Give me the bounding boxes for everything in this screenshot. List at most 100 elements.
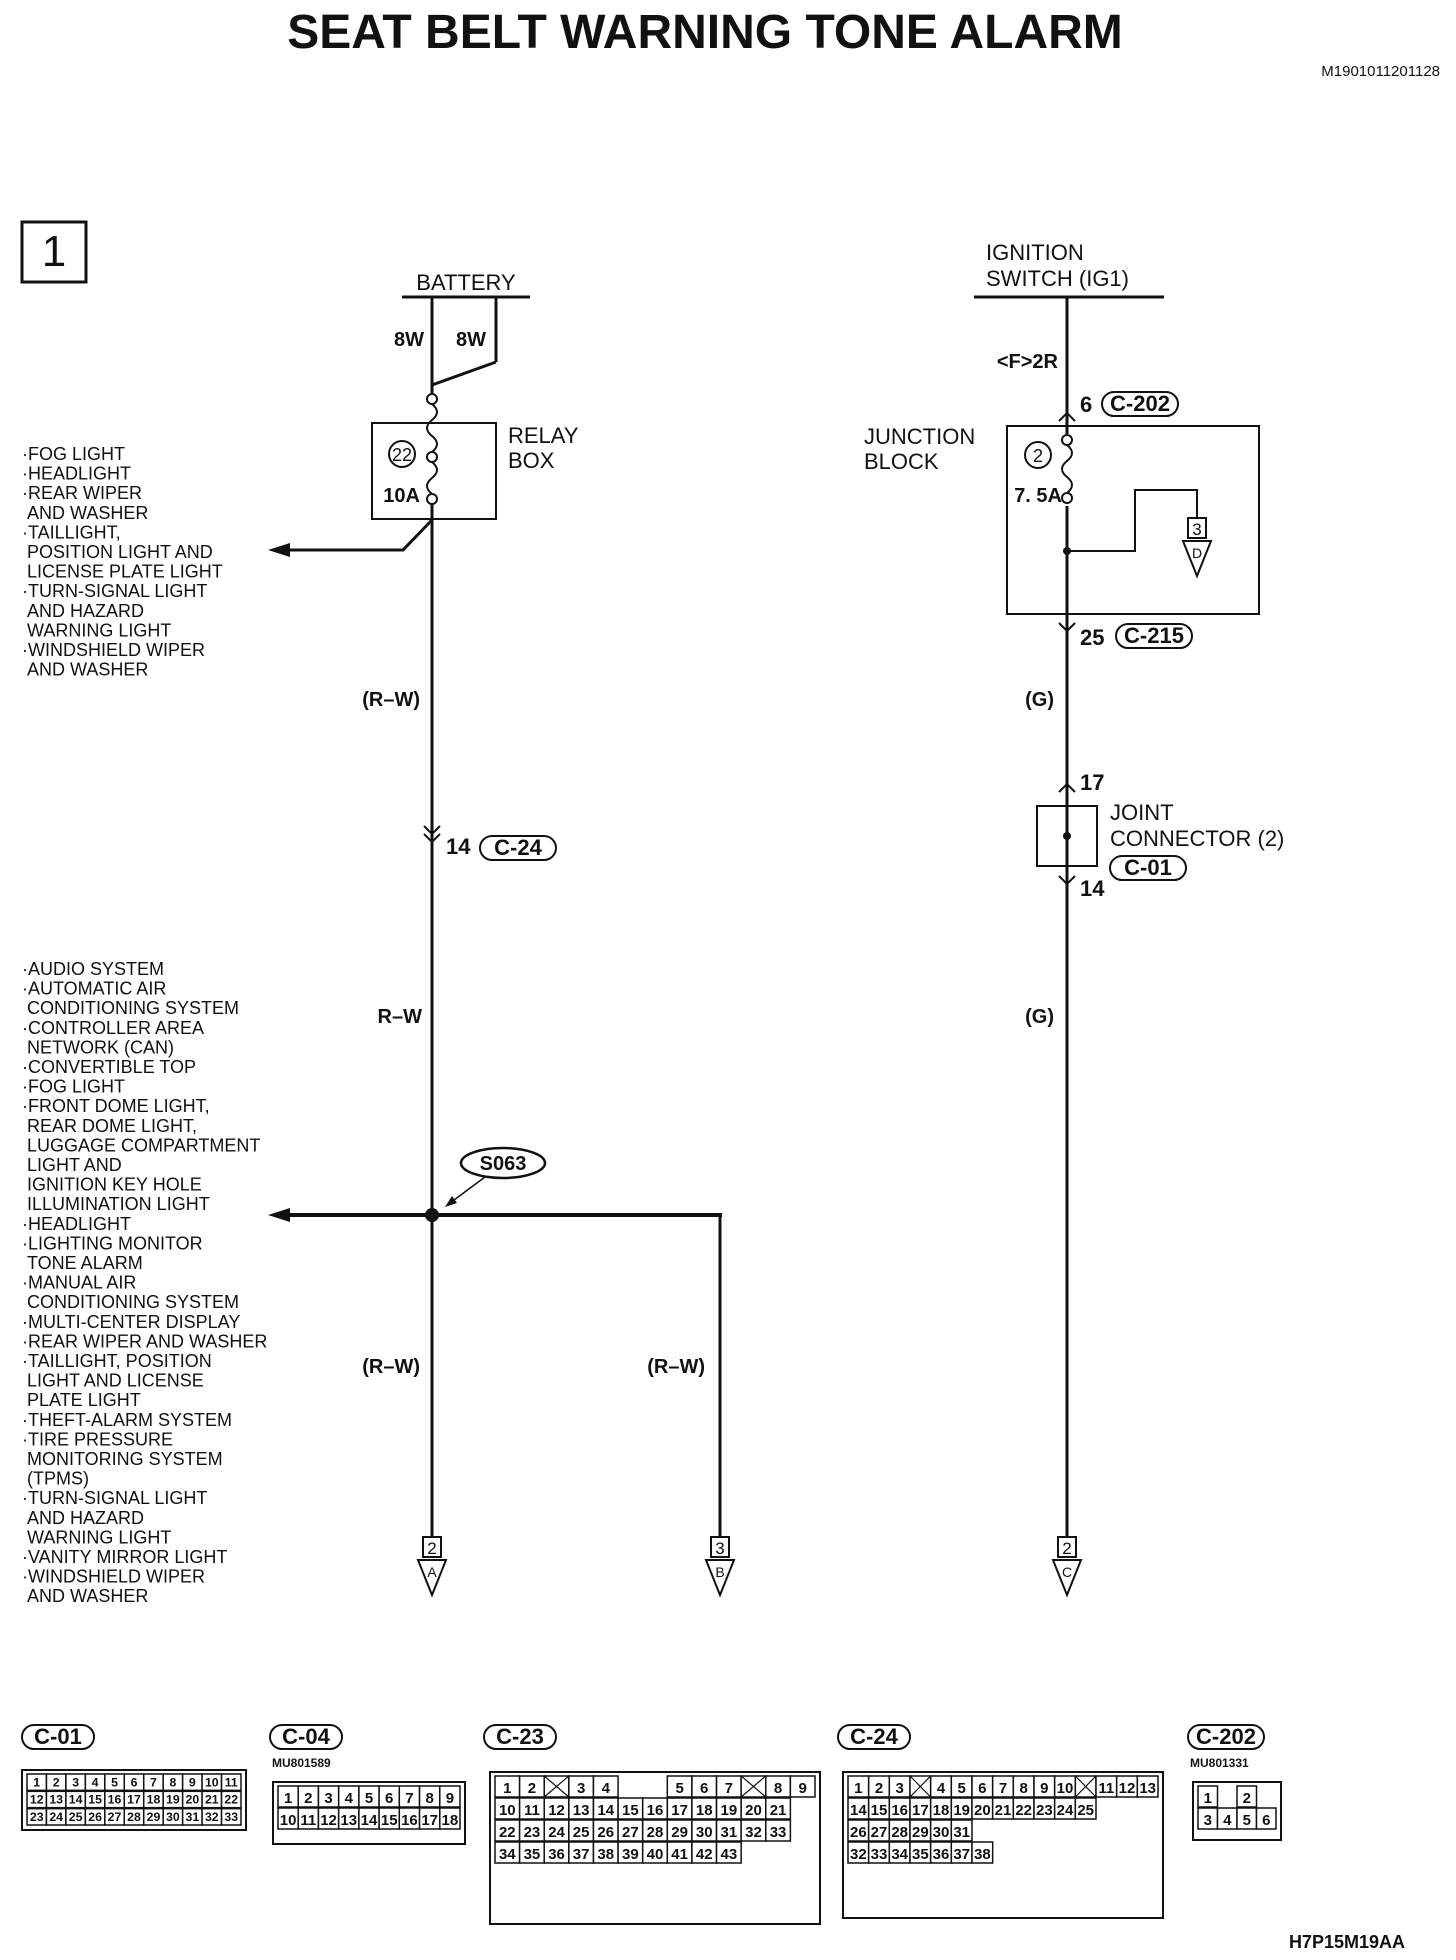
- system-list-item: ILLUMINATION LIGHT: [22, 1194, 210, 1214]
- terminal-d-arrow: [1181, 540, 1213, 579]
- wire-color-label-1: (R–W): [362, 689, 420, 711]
- pin-number: 14: [850, 1802, 867, 1819]
- junction-label-2: BLOCK: [864, 449, 939, 474]
- connector-pin: [950, 1819, 973, 1842]
- connector-tag: [21, 1724, 95, 1750]
- pin-number: 27: [622, 1824, 639, 1841]
- system-list-item: AND WASHER: [22, 660, 148, 680]
- pin-number: 11: [1098, 1780, 1114, 1797]
- pin-number: 28: [647, 1824, 664, 1841]
- system-list-item: ·WINDSHIELD WIPER: [22, 1567, 205, 1587]
- pin-number: 32: [745, 1824, 762, 1841]
- wire-spec: <F>2R: [997, 351, 1059, 373]
- pin-blank-mark: [1074, 1775, 1097, 1798]
- pin-number: 5: [1243, 1812, 1251, 1829]
- pin-number: 5: [111, 1775, 118, 1789]
- pin-number: 3: [72, 1775, 79, 1789]
- connector-pin: [789, 1775, 816, 1798]
- junction-label-1: JUNCTION: [864, 424, 975, 449]
- pin-number: 27: [871, 1824, 888, 1841]
- pin-number: 10: [1057, 1780, 1074, 1797]
- pin-number: 15: [381, 1812, 398, 1829]
- pin-number: 34: [499, 1846, 516, 1863]
- fuse2-gap: [1062, 434, 1072, 506]
- relay-box: [371, 422, 497, 520]
- pin-number: 11: [300, 1812, 316, 1829]
- terminal-a-box: [422, 1536, 442, 1558]
- system-list-item: TONE ALARM: [22, 1253, 143, 1273]
- connector-housing: [1192, 1781, 1282, 1841]
- terminal-c-box: [1057, 1536, 1077, 1558]
- terminal-b-letter: B: [715, 1564, 724, 1580]
- system-list-item: ·TURN-SIGNAL LIGHT: [22, 581, 207, 601]
- pin-number: 20: [745, 1802, 762, 1819]
- c24-connector-mark: [423, 825, 441, 844]
- pin-number: 3: [324, 1790, 332, 1807]
- pin-number: 20: [974, 1802, 991, 1819]
- connector-pin: [1197, 1785, 1219, 1808]
- branch-wire-1: [282, 518, 434, 552]
- pin-number: 7: [150, 1775, 157, 1789]
- pin-number: 34: [891, 1846, 908, 1863]
- terminal-a-arrow: [416, 1559, 448, 1598]
- pin-number: 21: [205, 1793, 219, 1807]
- c215-label: C-215: [1124, 623, 1184, 648]
- junction-fuse-number: 2: [1033, 446, 1043, 466]
- pin-number: 40: [647, 1846, 664, 1863]
- page-marker-box: [20, 220, 88, 284]
- pin-number: 29: [671, 1824, 688, 1841]
- connector-pin: [971, 1841, 994, 1864]
- fuse-terminal-bottom: [426, 493, 438, 505]
- pin-number: 7: [405, 1790, 413, 1807]
- system-list-item: ·FOG LIGHT: [22, 444, 125, 464]
- system-list-item: NETWORK (CAN): [22, 1037, 174, 1057]
- pin-number: 23: [30, 1810, 44, 1824]
- system-list-item: ·WINDSHIELD WIPER: [22, 640, 205, 660]
- pin-number: 22: [1015, 1802, 1032, 1819]
- pin-number: 30: [933, 1824, 950, 1841]
- pin-number: 37: [953, 1846, 970, 1863]
- splice-leader-arrow: [445, 1196, 457, 1207]
- pin-number: 12: [548, 1802, 565, 1819]
- pin-number: 29: [912, 1824, 929, 1841]
- pin-number: 10: [499, 1802, 516, 1819]
- connector-pin: [220, 1790, 242, 1809]
- pin-number: 26: [597, 1824, 614, 1841]
- pin-number: 13: [1139, 1780, 1156, 1797]
- junction-fuse-circle: [1024, 441, 1052, 469]
- pin-number: 17: [671, 1802, 688, 1819]
- joint-label-2: CONNECTOR (2): [1110, 826, 1284, 851]
- pin-number: 13: [573, 1802, 590, 1819]
- terminal-c-letter: C: [1062, 1564, 1072, 1580]
- pin-number: 8: [425, 1790, 433, 1807]
- c215-connector-mark: [1058, 622, 1076, 633]
- pin-number: 35: [912, 1846, 929, 1863]
- system-list-item: ·HEADLIGHT: [22, 1214, 131, 1234]
- pin-number: 33: [871, 1846, 888, 1863]
- joint-conn-badge: [1109, 855, 1187, 881]
- terminal-a-letter: A: [427, 1564, 437, 1580]
- pin-number: 25: [1077, 1802, 1094, 1819]
- pin-blank-mark: [740, 1775, 767, 1798]
- pin-number: 3: [1204, 1812, 1212, 1829]
- pin-number: 23: [524, 1824, 541, 1841]
- pin-number: 18: [442, 1812, 459, 1829]
- wire-color-label-4: (R–W): [647, 1356, 705, 1378]
- pin-number: 30: [166, 1810, 180, 1824]
- battery-wire-join: [431, 360, 497, 387]
- connector-pin: [439, 1785, 461, 1808]
- c202-pin: 6: [1080, 392, 1092, 417]
- system-list-item: WARNING LIGHT: [22, 620, 171, 640]
- pin-number: 16: [891, 1802, 908, 1819]
- pin-number: 15: [622, 1802, 639, 1819]
- connector-tag: [483, 1724, 557, 1750]
- system-list-item: ·TURN-SIGNAL LIGHT: [22, 1488, 207, 1508]
- c202-badge: [1101, 391, 1179, 417]
- wire-gauge-a: 8W: [394, 329, 424, 351]
- joint-node: [1063, 832, 1071, 840]
- pin-number: 24: [548, 1824, 565, 1841]
